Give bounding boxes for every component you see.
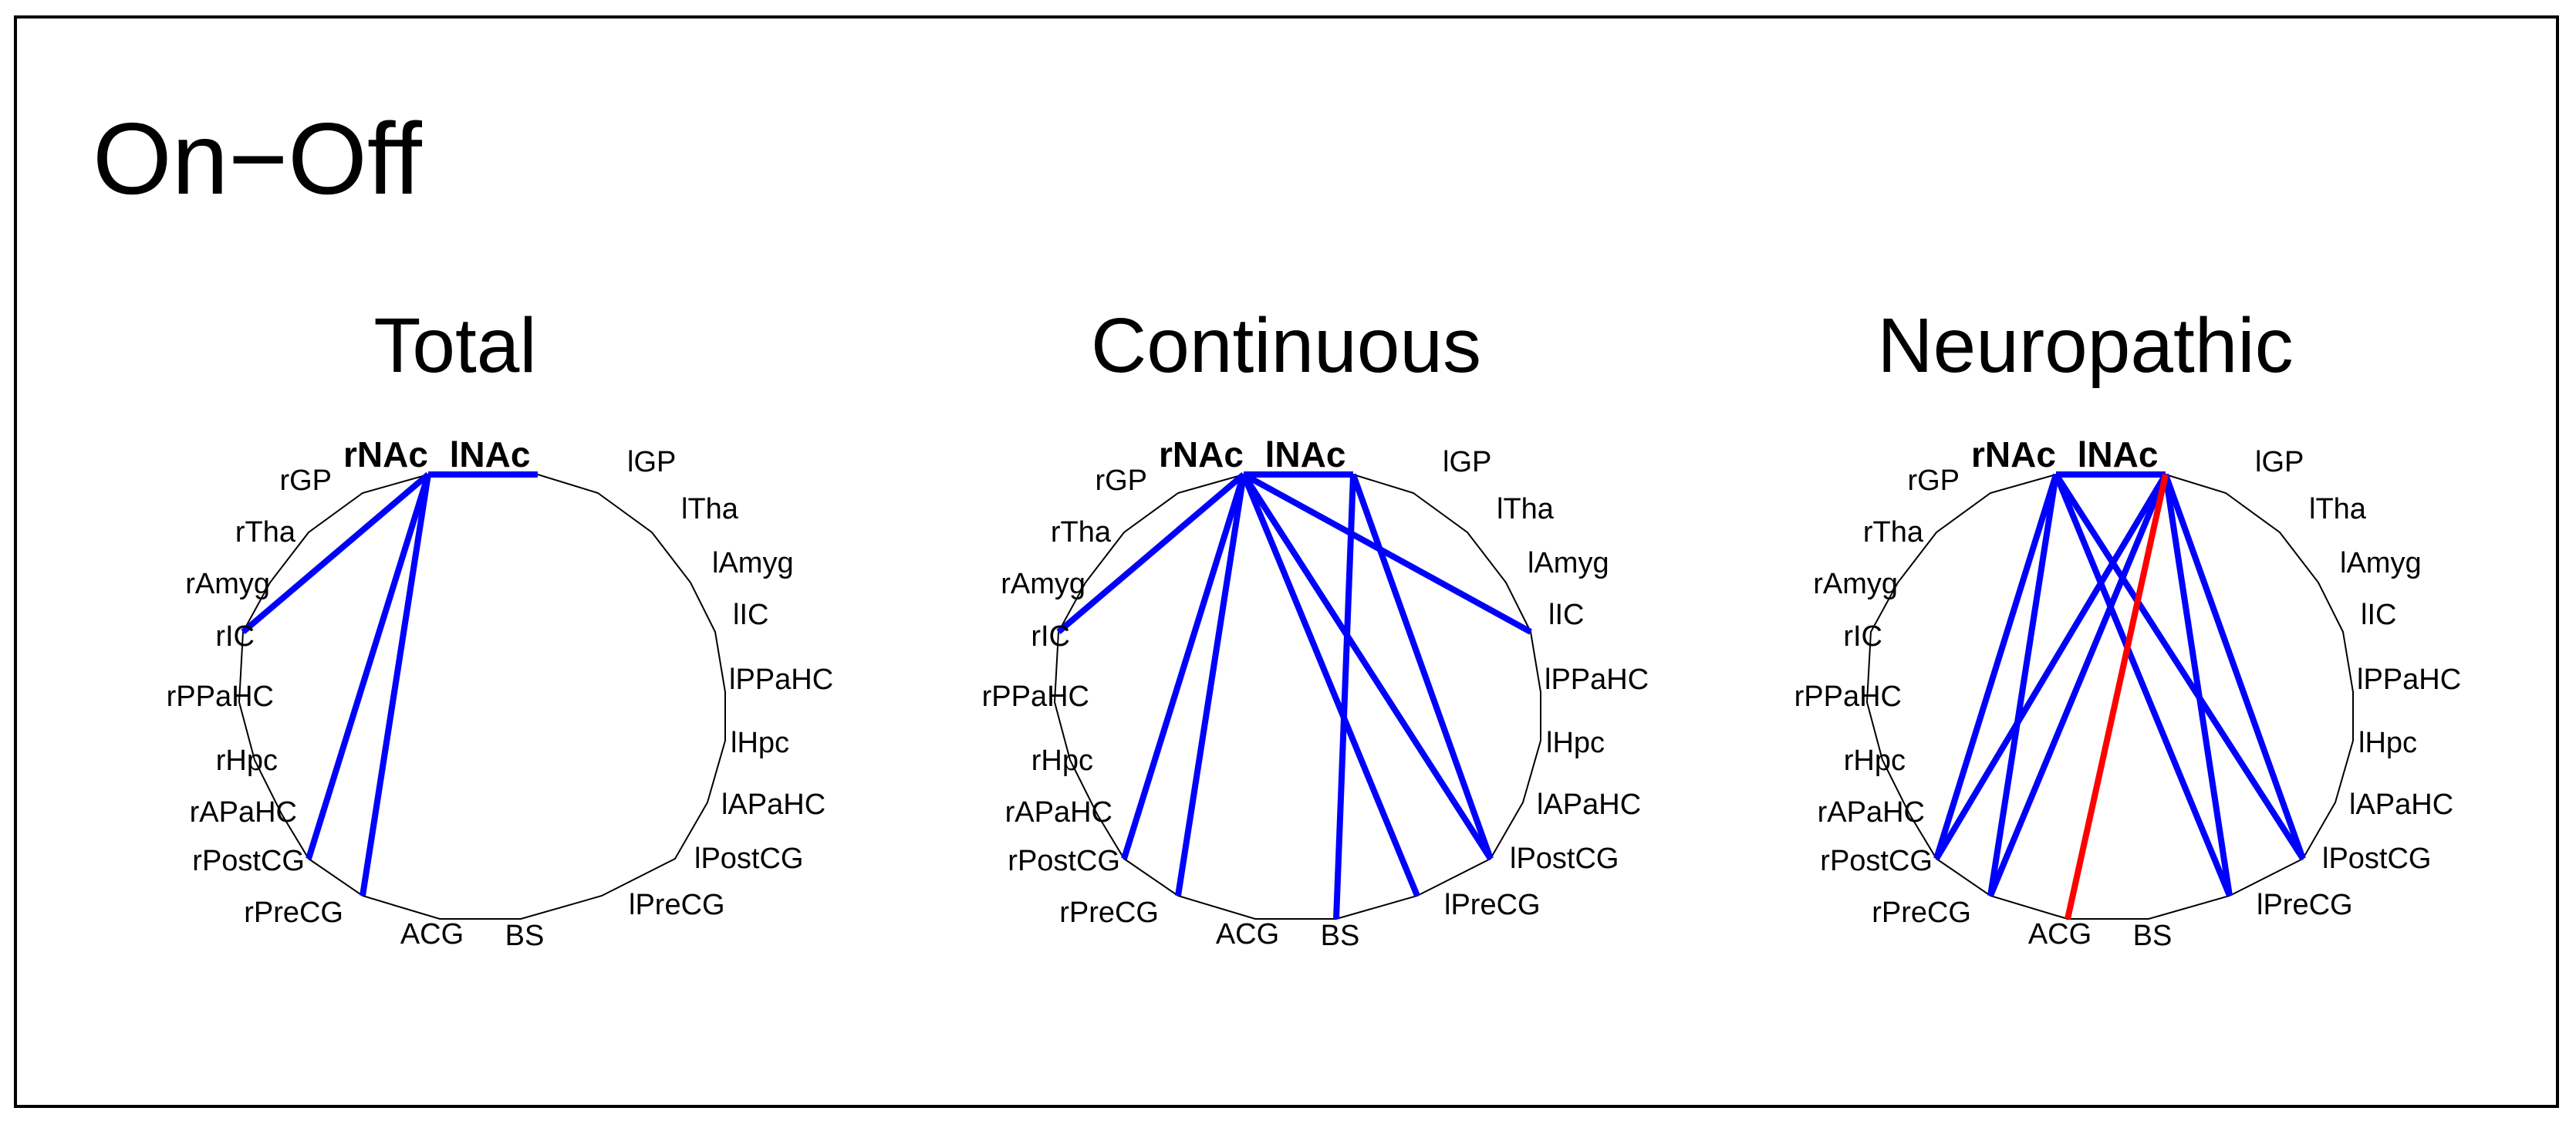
node-label-lAPaHC: lAPaHC <box>2349 789 2453 821</box>
node-label-lNAc: lNAc <box>450 434 531 475</box>
node-label-rTha: rTha <box>1863 516 1924 549</box>
node-label-rTha: rTha <box>235 516 296 549</box>
edge-lNAc-BS <box>1333 474 1356 920</box>
node-label-lHpc: lHpc <box>2358 727 2417 759</box>
node-label-lPostCG: lPostCG <box>694 843 803 875</box>
node-label-rPPaHC: rPPaHC <box>167 681 274 713</box>
node-label-rGP: rGP <box>1095 464 1147 497</box>
node-label-lGP: lGP <box>1443 446 1491 478</box>
node-label-rAPaHC: rAPaHC <box>1818 796 1925 829</box>
edge-lNAc-lPostCG <box>1350 473 1494 860</box>
edge-rNAc-lPreCG <box>2053 473 2233 897</box>
panel-title-continuous: Continuous <box>1091 302 1481 389</box>
node-label-rGP: rGP <box>279 464 332 497</box>
node-label-lNAc: lNAc <box>2078 434 2159 475</box>
node-label-lHpc: lHpc <box>1546 727 1605 759</box>
node-label-lPreCG: lPreCG <box>1444 889 1541 921</box>
node-label-rNAc: rNAc <box>1971 434 2056 475</box>
node-label-lIC: lIC <box>2361 599 2396 631</box>
edge-rNAc-rPostCG <box>1121 473 1247 860</box>
figure-frame <box>14 15 2559 1108</box>
node-label-rPreCG: rPreCG <box>1059 897 1159 929</box>
edge-rNAc-rPostCG <box>306 473 431 860</box>
node-label-lHpc: lHpc <box>731 727 789 759</box>
node-label-lAPaHC: lAPaHC <box>1537 789 1641 821</box>
node-label-BS: BS <box>1321 920 1360 952</box>
edge-rNAc-lPostCG <box>2053 472 2306 861</box>
edge-rNAc-rPreCG <box>1175 474 1247 897</box>
node-label-lPPaHC: lPPaHC <box>729 664 833 696</box>
node-label-lPPaHC: lPPaHC <box>2357 664 2461 696</box>
node-ring-outline <box>1865 474 2354 920</box>
node-label-BS: BS <box>505 920 545 952</box>
edge-lNAc-lPostCG <box>2162 473 2306 860</box>
edge-rNAc-rPreCG <box>360 474 431 897</box>
node-label-rAmyg: rAmyg <box>1001 568 1085 600</box>
figure-title: On−Off <box>93 102 422 215</box>
edge-lNAc-ACG <box>2065 474 2169 920</box>
node-label-lNAc: lNAc <box>1265 434 1346 475</box>
node-label-rAmyg: rAmyg <box>185 568 270 600</box>
panel-title-neuropathic: Neuropathic <box>1877 302 2293 389</box>
node-label-lGP: lGP <box>2255 446 2304 478</box>
edge-rNAc-rPostCG <box>1933 473 2059 860</box>
edge-rNAc-rIC <box>1056 471 1246 635</box>
node-label-rHpc: rHpc <box>1844 745 1906 777</box>
node-label-lPostCG: lPostCG <box>1510 843 1619 875</box>
node-label-rIC: rIC <box>215 620 255 653</box>
node-label-rPostCG: rPostCG <box>1008 845 1120 877</box>
node-ring-outline <box>238 474 726 920</box>
node-label-lTha: lTha <box>2309 493 2367 525</box>
node-label-lPPaHC: lPPaHC <box>1545 664 1649 696</box>
node-label-lGP: lGP <box>627 446 676 478</box>
node-label-rPPaHC: rPPaHC <box>1794 681 1902 713</box>
node-label-ACG: ACG <box>2028 918 2092 951</box>
node-label-rAmyg: rAmyg <box>1813 568 1898 600</box>
node-label-rAPaHC: rAPaHC <box>1005 796 1112 829</box>
node-label-ACG: ACG <box>400 918 464 951</box>
node-label-rNAc: rNAc <box>343 434 428 475</box>
node-label-rPPaHC: rPPaHC <box>982 681 1089 713</box>
edge-lNAc-lPreCG <box>2162 474 2233 897</box>
node-label-lIC: lIC <box>1548 599 1584 631</box>
edge-rNAc-rIC <box>241 471 430 635</box>
node-label-rIC: rIC <box>1031 620 1070 653</box>
edge-lNAc-rPostCG <box>1933 472 2169 861</box>
node-label-lAPaHC: lAPaHC <box>721 789 825 821</box>
node-label-rTha: rTha <box>1051 516 1112 549</box>
node-label-ACG: ACG <box>1216 918 1279 951</box>
node-label-rAPaHC: rAPaHC <box>190 796 297 829</box>
node-label-lTha: lTha <box>1497 493 1555 525</box>
edge-rNAc-lIC <box>1242 471 1532 635</box>
node-label-rHpc: rHpc <box>1031 745 1093 777</box>
node-label-rPreCG: rPreCG <box>1872 897 1971 929</box>
node-label-lPostCG: lPostCG <box>2322 843 2431 875</box>
node-label-rGP: rGP <box>1907 464 1960 497</box>
node-label-lTha: lTha <box>681 493 739 525</box>
node-label-lPreCG: lPreCG <box>2257 889 2353 921</box>
node-label-rPostCG: rPostCG <box>192 845 305 877</box>
node-label-rPostCG: rPostCG <box>1820 845 1933 877</box>
edge-rNAc-lPreCG <box>1241 473 1420 897</box>
node-label-lPreCG: lPreCG <box>629 889 725 921</box>
node-label-rHpc: rHpc <box>216 745 278 777</box>
node-label-lIC: lIC <box>733 599 768 631</box>
edge-rNAc-rPreCG <box>1987 474 2059 897</box>
node-label-rPreCG: rPreCG <box>244 897 343 929</box>
panel-title-total: Total <box>373 302 536 389</box>
node-label-lAmyg: lAmyg <box>2340 547 2422 579</box>
node-label-rNAc: rNAc <box>1159 434 1244 475</box>
node-label-lAmyg: lAmyg <box>1528 547 1609 579</box>
node-label-lAmyg: lAmyg <box>712 547 794 579</box>
node-label-rIC: rIC <box>1843 620 1882 653</box>
edge-lNAc-rPreCG <box>1987 473 2169 897</box>
node-label-BS: BS <box>2133 920 2173 952</box>
edge-rNAc-lPostCG <box>1241 472 1494 861</box>
